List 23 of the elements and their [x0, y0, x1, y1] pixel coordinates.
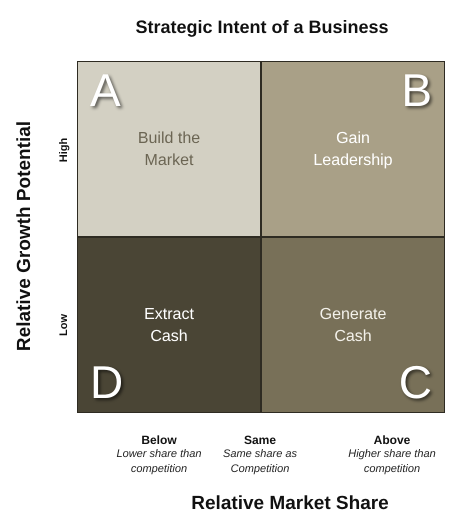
- axis-title: Relative Growth Potential: [12, 120, 36, 352]
- axis-tick-label: Above: [374, 432, 410, 449]
- quadrant-label: Generate Cash: [318, 305, 388, 347]
- quadrant-label: Gain Leadership: [312, 129, 394, 171]
- axis-tick-label: Same: [244, 432, 276, 449]
- quadrant-letter: D: [90, 356, 124, 408]
- quadrant-letter: A: [90, 64, 121, 116]
- quadrant: [77, 61, 261, 237]
- axis-tick-note: Higher share than competition: [347, 447, 437, 477]
- quadrant-letter: B: [401, 64, 432, 116]
- quadrant: [77, 237, 261, 413]
- chart-title: Strategic Intent of a Business: [135, 16, 389, 39]
- quadrant-label: Build the Market: [136, 129, 202, 171]
- quadrant-label: Extract Cash: [143, 305, 195, 347]
- axis-tick-label: High: [56, 138, 71, 162]
- axis-tick-label: Low: [56, 314, 71, 336]
- quadrant-letter: C: [398, 356, 432, 408]
- quadrant: [261, 237, 445, 413]
- axis-title: Relative Market Share: [191, 492, 389, 516]
- axis-tick-label: Below: [141, 432, 177, 449]
- axis-tick-note: Lower share than competition: [116, 447, 202, 477]
- axis-tick-note: Same share as Competition: [222, 447, 298, 477]
- quadrant: [261, 61, 445, 237]
